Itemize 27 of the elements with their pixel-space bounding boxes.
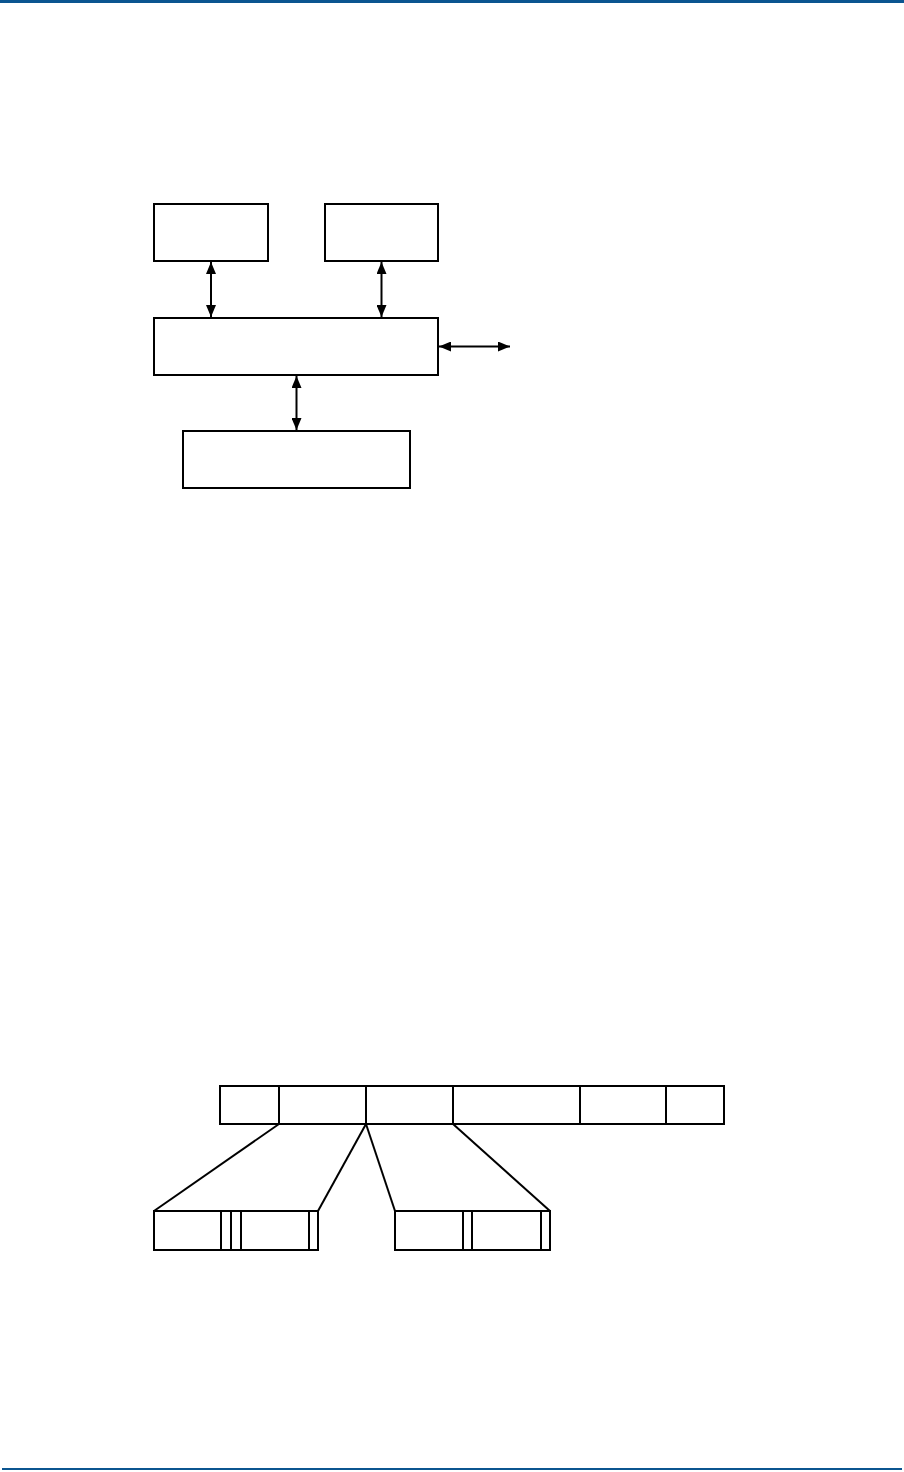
subfield-segment (462, 1210, 473, 1251)
expansion-line (153, 1123, 280, 1212)
frame-field-segment (365, 1085, 454, 1125)
frame-field-segment (579, 1085, 667, 1125)
double-arrow (376, 261, 387, 318)
subfield-segment (153, 1210, 222, 1251)
block-box (324, 203, 439, 262)
subfield-segment (308, 1210, 319, 1251)
subfield-segment (394, 1210, 464, 1251)
frame-field-segment (665, 1085, 725, 1125)
frame-field-segment (452, 1085, 581, 1125)
block-box (153, 203, 269, 262)
double-arrow (438, 341, 511, 352)
subfield-segment (240, 1210, 310, 1251)
subfield-segment (540, 1210, 551, 1251)
expansion-line (317, 1123, 367, 1212)
expansion-line (452, 1123, 551, 1212)
frame-field-segment (278, 1085, 367, 1125)
block-box (182, 430, 411, 489)
subfield-segment (220, 1210, 232, 1251)
block-box (153, 317, 439, 376)
subfield-segment (471, 1210, 542, 1251)
subfield-segment (230, 1210, 242, 1251)
double-arrow (206, 261, 216, 318)
double-arrow (291, 375, 302, 431)
expansion-line (365, 1123, 396, 1212)
frame-field-segment (219, 1085, 280, 1125)
